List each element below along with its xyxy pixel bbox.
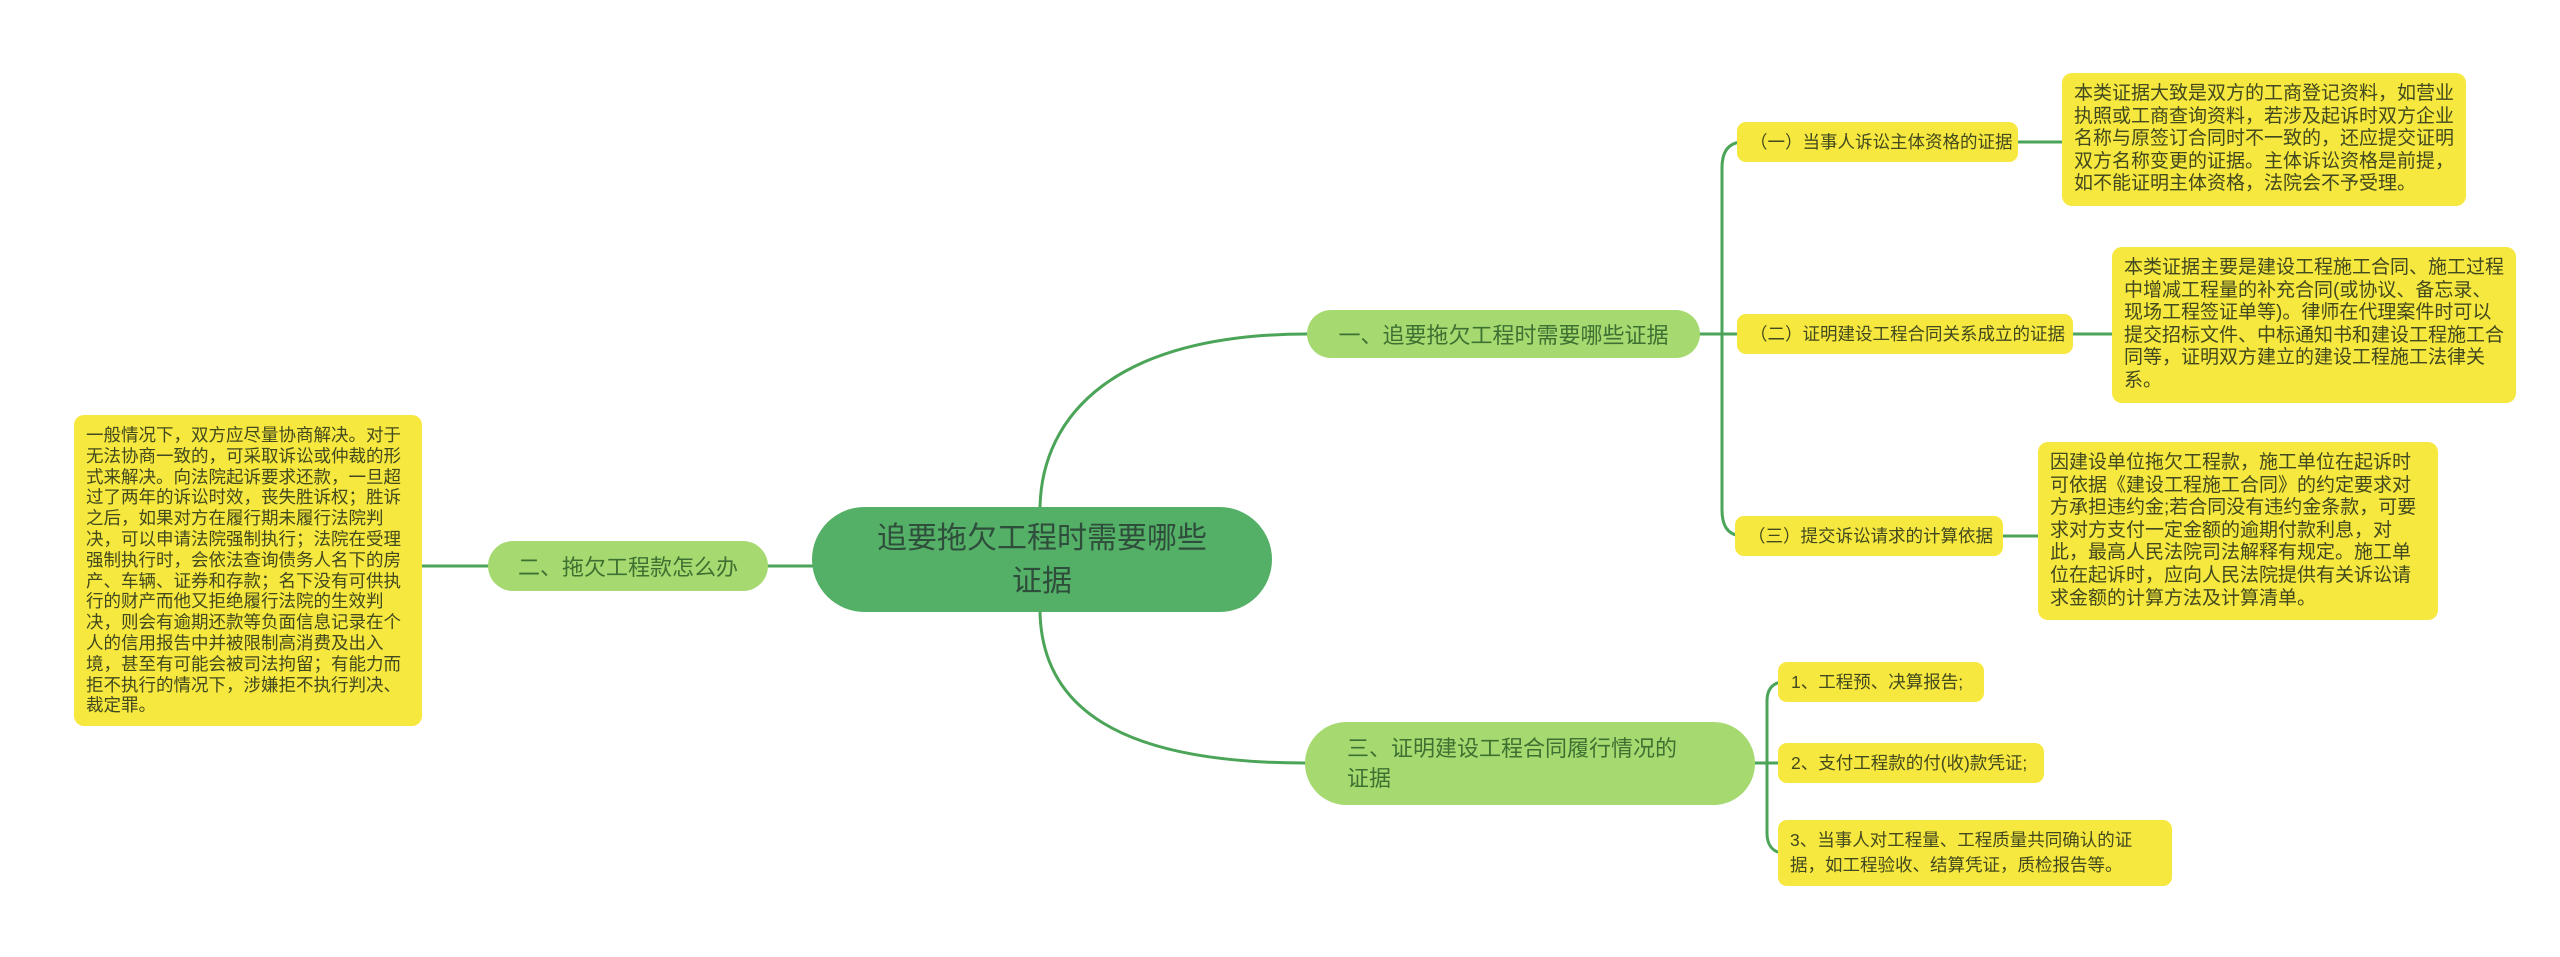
edge-evidence-spine [1720,140,1742,538]
branch-node-contract-performance[interactable]: 三、证明建设工程合同履行情况的 证据 [1305,722,1755,805]
performance-item-2[interactable]: 2、支付工程款的付(收)款凭证; [1778,743,2044,783]
evidence-item-1-label[interactable]: （一）当事人诉讼主体资格的证据 [1737,122,2018,162]
evidence-item-2-label[interactable]: （二）证明建设工程合同关系成立的证据 [1737,314,2073,354]
evidence-item-3-note[interactable]: 因建设单位拖欠工程款，施工单位在起诉时可依据《建设工程施工合同》的约定要求对方承… [2038,442,2438,621]
edge-performance-spine [1765,680,1783,855]
performance-item-1[interactable]: 1、工程预、决算报告; [1778,662,1984,702]
edge-root-to-performance [1038,610,1307,765]
branch-node-arrears-what-to-do[interactable]: 二、拖欠工程款怎么办 [488,541,768,591]
root-node-evidence-needed[interactable]: 追要拖欠工程时需要哪些 证据 [812,507,1272,612]
edge-root-to-evidence [1038,332,1309,509]
evidence-item-3-label[interactable]: （三）提交诉讼请求的计算依据 [1735,516,2003,556]
evidence-item-2-note[interactable]: 本类证据主要是建设工程施工合同、施工过程中增减工程量的补充合同(或协议、备忘录、… [2112,247,2516,403]
performance-item-3[interactable]: 3、当事人对工程量、工程质量共同确认的证据，如工程验收、结算凭证，质检报告等。 [1778,820,2172,886]
note-how-to-handle-arrears[interactable]: 一般情况下，双方应尽量协商解决。对于无法协商一致的，可采取诉讼或仲裁的形式来解决… [74,415,422,727]
evidence-item-1-note[interactable]: 本类证据大致是双方的工商登记资料，如营业执照或工商查询资料，若涉及起诉时双方企业… [2062,73,2466,206]
branch-node-evidence-types[interactable]: 一、追要拖欠工程时需要哪些证据 [1307,310,1700,358]
